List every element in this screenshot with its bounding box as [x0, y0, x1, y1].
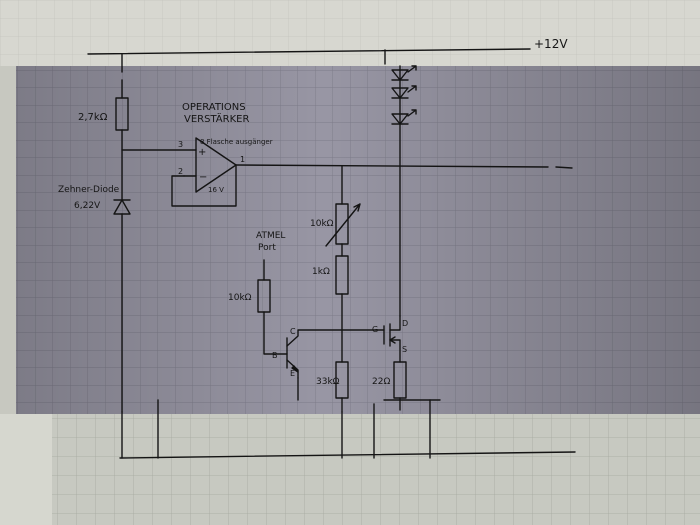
supply-rail: [87, 48, 531, 55]
led-3: [391, 113, 409, 125]
opamp-triangle: [195, 137, 237, 193]
resistor-2k7-label: 2,7kΩ: [78, 112, 108, 123]
resistor-source-label: 22Ω: [372, 377, 390, 387]
opamp-pin-inv: 2: [178, 167, 183, 176]
led-2: [391, 87, 409, 99]
pot-label: 10kΩ: [310, 219, 334, 229]
paper-bottom-sheet: [0, 400, 700, 525]
supply-label: +12V: [534, 37, 568, 51]
mosfet-s-label: S: [402, 345, 407, 354]
left-paper-edge: [0, 66, 16, 414]
schematic-wiring: [87, 48, 576, 459]
ground-rail: [119, 451, 576, 459]
bjt-c-label: C: [290, 327, 296, 336]
opamp-pin-noninv: 3: [178, 140, 183, 149]
zener-label-1: Zehner-Diode: [58, 185, 120, 195]
bottom-left-paper: [0, 414, 52, 525]
led-1: [391, 69, 409, 81]
atmel-label-1: ATMEL: [256, 231, 285, 241]
zener-label-2: 6,22V: [74, 201, 101, 211]
opamp-subtitle: 8 Flasche ausgänger: [200, 138, 273, 146]
paper-main-sheet: [16, 66, 700, 414]
mosfet-d-label: D: [402, 319, 408, 328]
opamp-pin-gnd: 16 V: [208, 186, 224, 194]
opamp-title-2: VERSTÄRKER: [184, 112, 249, 125]
resistor-1k-label: 1kΩ: [312, 267, 330, 277]
opamp-title-1: OPERATIONS: [182, 102, 246, 113]
opamp-pin-out: 1: [240, 155, 245, 164]
opamp-minus: −: [199, 172, 207, 183]
resistor-emitter-label: 33kΩ: [316, 377, 340, 387]
bjt-b-label: B: [272, 351, 278, 360]
bjt-emitter-arrow: [291, 365, 299, 373]
bjt-e-label: E: [290, 369, 295, 378]
resistor-base-label: 10kΩ: [228, 293, 252, 303]
atmel-label-2: Port: [258, 243, 276, 253]
mosfet-g-label: G: [372, 325, 378, 334]
opamp-plus: +: [198, 147, 206, 158]
schematic-labels: +12V OPERATIONS VERSTÄRKER 8 Flasche aus…: [58, 37, 568, 387]
